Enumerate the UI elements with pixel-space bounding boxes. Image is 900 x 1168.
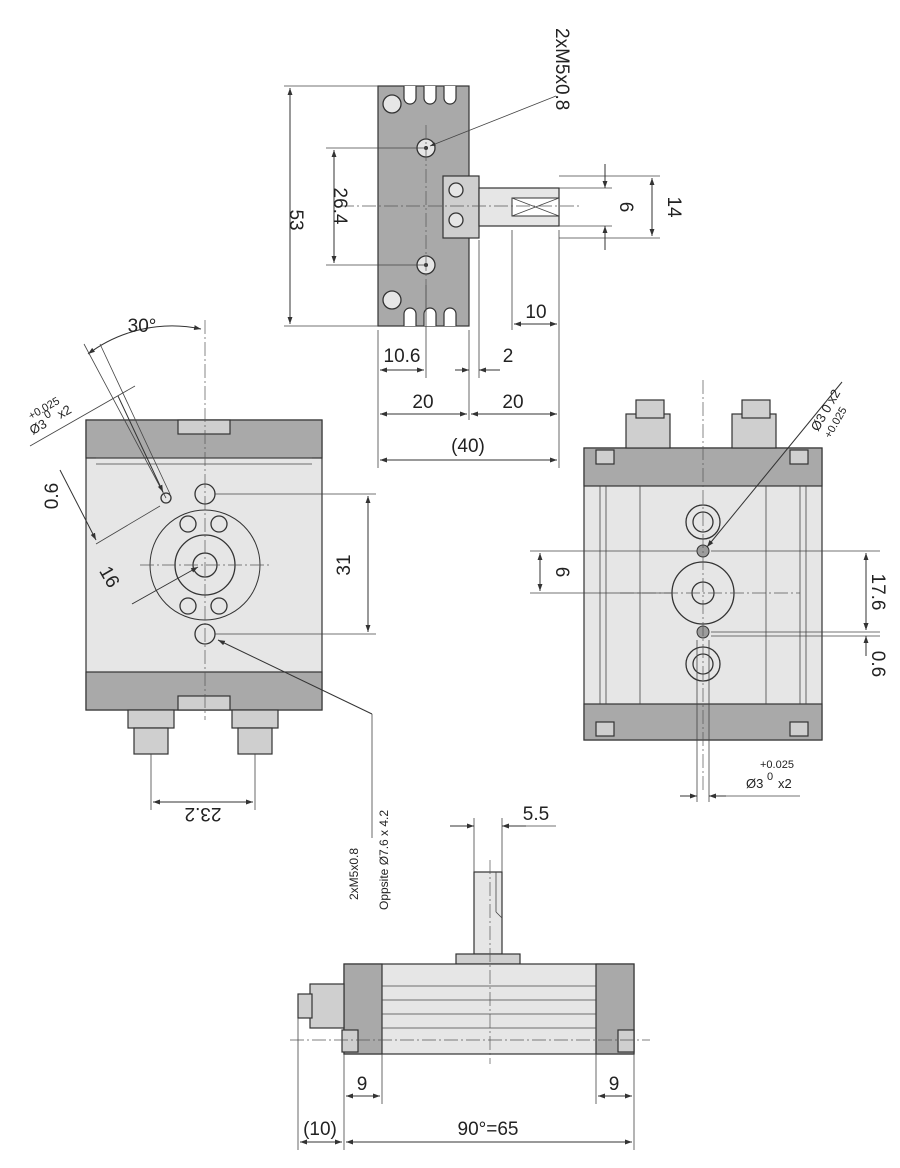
- rear-offset-label: 6: [551, 567, 572, 578]
- front-pin-suffix: x2: [55, 402, 74, 422]
- bottom-port-label: (10): [303, 1119, 337, 1140]
- side-view: 2xM5x0.8 53 26.4 6 14 10 10.6 2 20 20 (4…: [284, 28, 684, 468]
- bottom-body: [343, 963, 635, 1055]
- rear-spacing-label: 17.6: [867, 574, 888, 611]
- rear-port-left: [635, 399, 665, 419]
- side-shaft-width-label: 14: [663, 196, 684, 218]
- front-counterbore-label: Oppsite Ø7.6 x 4.2: [377, 810, 391, 910]
- rear-pin-prefix: Ø3: [746, 776, 763, 791]
- front-port-right: [237, 727, 273, 755]
- front-pin-tol-lower: 0: [42, 408, 53, 421]
- side-height-label: 53: [285, 209, 306, 230]
- bottom-end-left-label: 9: [357, 1074, 368, 1095]
- rear-view: +0.025 Ø3 0 x2 6 17.6 0.6 +0.025 Ø3 0 x2: [530, 380, 888, 802]
- side-overall-label: (40): [451, 436, 485, 457]
- side-shoulder-label: 2: [503, 346, 514, 367]
- front-spacing-label: 31: [334, 554, 355, 575]
- rear-port-right: [741, 399, 771, 419]
- side-thread-label: 2xM5x0.8: [551, 28, 572, 110]
- side-bottom-slots: [403, 307, 457, 326]
- bottom-shaft: [473, 871, 503, 955]
- side-shaft-length-label: 10: [525, 302, 546, 323]
- bottom-stroke-label: 90°=65: [458, 1119, 519, 1140]
- rear-pin-tol-lower: 0: [767, 771, 773, 783]
- front-depth-label: 0.6: [42, 483, 63, 509]
- side-corner-hole: [382, 94, 402, 114]
- side-flat-label: 6: [615, 202, 636, 213]
- front-angle-label: 30°: [128, 316, 157, 337]
- side-half-left-label: 20: [412, 392, 433, 413]
- front-view: 30° +0.025 Ø3 0 x2 0.6 16 31 23.2 2xM5x0…: [27, 316, 392, 910]
- rear-depth-label: 0.6: [867, 651, 888, 677]
- bottom-view: 5.5 9 9 (10) 90°=65: [290, 804, 650, 1150]
- rear-pin-suffix: x2: [778, 776, 792, 791]
- bottom-shaft-offset-label: 5.5: [523, 804, 549, 825]
- bottom-end-right-label: 9: [609, 1074, 620, 1095]
- side-top-slots: [403, 86, 457, 105]
- rear-pin-tol-upper: +0.025: [760, 759, 794, 771]
- side-half-right-label: 20: [502, 392, 523, 413]
- side-hole-spacing-label: 26.4: [329, 188, 350, 225]
- side-corner-hole: [382, 290, 402, 310]
- front-port-thread-label: 2xM5x0.8: [347, 848, 361, 900]
- side-offset-label: 10.6: [384, 346, 421, 367]
- front-port-spacing-label: 23.2: [185, 803, 222, 824]
- front-port-left: [133, 727, 169, 755]
- bottom-port: [309, 983, 345, 1029]
